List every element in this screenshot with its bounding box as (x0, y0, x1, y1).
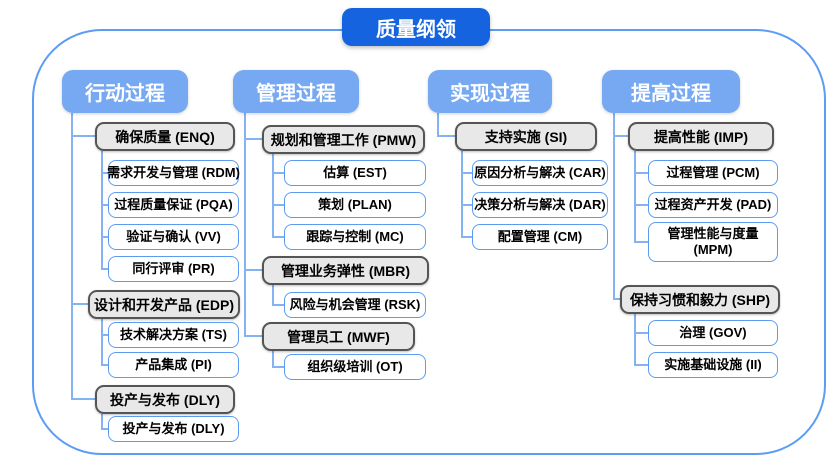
node-gov: 治理 (GOV) (648, 320, 778, 346)
connector-line (272, 172, 284, 174)
connector-line (613, 113, 615, 299)
connector-line (634, 151, 636, 242)
connector-line (634, 172, 648, 174)
node-dly: 投产与发布 (DLY) (95, 385, 235, 414)
node-shp: 保持习惯和毅力 (SHP) (620, 285, 780, 314)
connector-line (437, 113, 439, 137)
connector-line (101, 364, 108, 366)
connector-line (101, 428, 108, 430)
connector-line (244, 113, 246, 336)
node-mc: 跟踪与控制 (MC) (284, 224, 426, 250)
node-dly-child: 投产与发布 (DLY) (108, 416, 239, 442)
node-dar: 决策分析与解决 (DAR) (472, 192, 608, 218)
connector-line (71, 303, 88, 305)
connector-line (71, 135, 95, 137)
connector-line (634, 204, 648, 206)
connector-line (244, 269, 262, 271)
node-cm: 配置管理 (CM) (472, 224, 608, 250)
connector-line (101, 172, 108, 174)
connector-line (272, 204, 284, 206)
node-pad: 过程资产开发 (PAD) (648, 192, 778, 218)
node-est: 估算 (EST) (284, 160, 426, 186)
node-plan: 策划 (PLAN) (284, 192, 426, 218)
connector-line (634, 332, 648, 334)
connector-line (272, 154, 274, 237)
connector-line (101, 414, 103, 429)
header-management-process: 管理过程 (233, 70, 359, 113)
connector-line (461, 151, 463, 237)
connector-line (461, 172, 472, 174)
node-pmw: 规划和管理工作 (PMW) (262, 125, 425, 154)
node-mwf: 管理员工 (MWF) (262, 322, 415, 351)
node-mbr: 管理业务弹性 (MBR) (262, 256, 429, 285)
node-vv: 验证与确认 (VV) (108, 224, 239, 250)
connector-line (244, 335, 262, 337)
title-quality-program: 质量纲领 (342, 8, 490, 46)
node-mpm: 管理性能与度量 (MPM) (648, 222, 778, 262)
connector-line (272, 351, 274, 367)
node-ot: 组织级培训 (OT) (284, 354, 426, 380)
node-enq: 确保质量 (ENQ) (95, 122, 235, 151)
node-si: 支持实施 (SI) (455, 122, 597, 151)
connector-line (272, 236, 284, 238)
connector-line (244, 138, 262, 140)
node-car: 原因分析与解决 (CAR) (472, 160, 608, 186)
connector-line (101, 204, 108, 206)
connector-line (272, 285, 274, 305)
connector-line (101, 319, 103, 365)
connector-line (613, 135, 628, 137)
node-edp: 设计和开发产品 (EDP) (88, 290, 240, 319)
connector-line (71, 398, 95, 400)
node-rdm: 需求开发与管理 (RDM) (107, 160, 240, 186)
connector-line (101, 151, 103, 269)
connector-line (613, 298, 620, 300)
node-ts: 技术解决方案 (TS) (108, 322, 239, 348)
connector-line (101, 334, 108, 336)
connector-line (272, 366, 284, 368)
connector-line (101, 268, 108, 270)
connector-line (461, 204, 472, 206)
connector-line (634, 241, 648, 243)
node-imp: 提高性能 (IMP) (628, 122, 774, 151)
connector-line (437, 135, 455, 137)
node-ii: 实施基础设施 (II) (648, 352, 778, 378)
connector-line (634, 364, 648, 366)
connector-line (634, 314, 636, 365)
connector-line (461, 236, 472, 238)
node-rsk: 风险与机会管理 (RSK) (284, 292, 426, 318)
connector-line (101, 236, 108, 238)
node-pi: 产品集成 (PI) (108, 352, 239, 378)
header-action-process: 行动过程 (62, 70, 188, 113)
node-pr: 同行评审 (PR) (108, 256, 239, 282)
connector-line (71, 113, 73, 399)
header-improvement-process: 提高过程 (602, 70, 740, 113)
node-pqa: 过程质量保证 (PQA) (108, 192, 239, 218)
connector-line (272, 304, 284, 306)
header-implementation-process: 实现过程 (428, 70, 552, 113)
node-pcm: 过程管理 (PCM) (648, 160, 778, 186)
